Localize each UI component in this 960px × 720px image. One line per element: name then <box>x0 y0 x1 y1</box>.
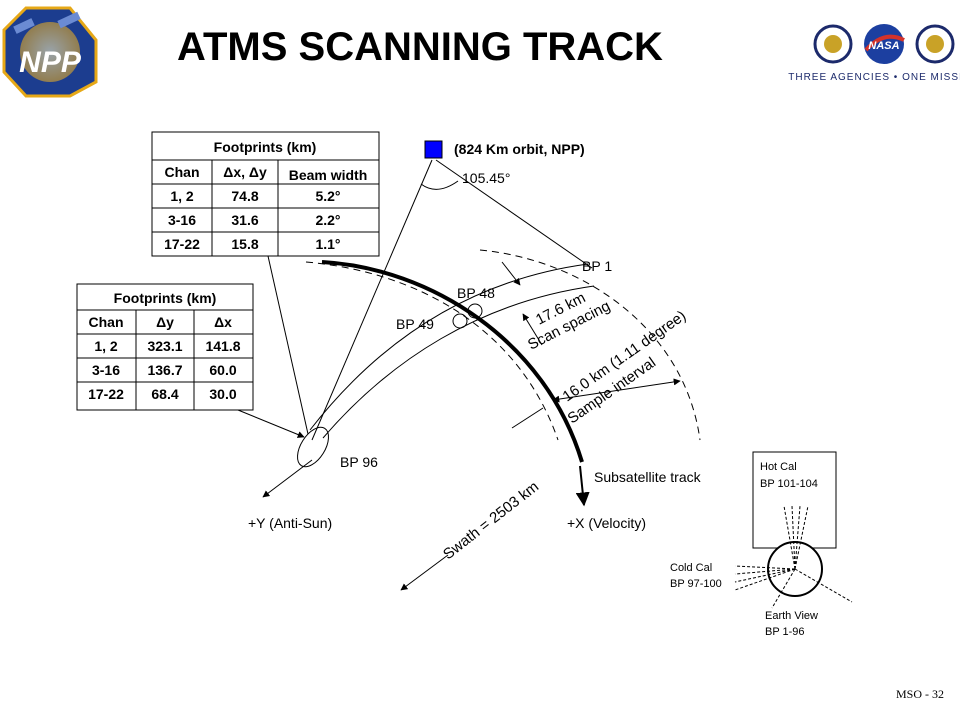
table1-header: Beam width <box>289 167 368 183</box>
table1-header: Δx, Δy <box>223 164 267 180</box>
earth-view-label: Earth View <box>765 610 818 622</box>
table1-cell: 31.6 <box>231 212 258 228</box>
anti-sun-arrow <box>262 459 313 498</box>
table1-cell: 5.2° <box>315 188 340 204</box>
table1-cell: 1.1° <box>315 236 340 252</box>
npp-logo-text: NPP <box>19 46 82 79</box>
table2-leader <box>237 409 305 438</box>
table1-cell: 17-22 <box>164 236 200 252</box>
table1-header: Chan <box>165 164 200 180</box>
table1-cell: 3-16 <box>168 212 196 228</box>
swath-arrow-bottom <box>400 554 449 591</box>
velocity-arrow <box>575 465 590 507</box>
footprints-table-1: Footprints (km) Chan Δx, Δy Beam width 1… <box>151 131 380 257</box>
orbit-label: (824 Km orbit, NPP) <box>454 141 585 157</box>
table2-cell: 60.0 <box>209 362 236 378</box>
page-title: ATMS SCANNING TRACK <box>177 25 663 69</box>
table2-cell: 30.0 <box>209 386 236 402</box>
table1-leader <box>267 255 309 435</box>
velocity-label: +X (Velocity) <box>567 515 646 531</box>
scan-angle: 105.45° <box>462 170 510 186</box>
agencies-caption: THREE AGENCIES • ONE MISSION <box>788 72 960 83</box>
footprints-table-2: Footprints (km) Chan Δy Δx 1, 2 323.1 14… <box>76 283 254 411</box>
table2-cell: 141.8 <box>205 338 240 354</box>
dashed-boundary-outer <box>479 249 701 441</box>
satellite-icon <box>424 140 443 159</box>
table2-cell: 323.1 <box>147 338 182 354</box>
hot-cal-label: Hot Cal <box>760 461 797 473</box>
table2-cell: 3-16 <box>92 362 120 378</box>
dashed-boundary-inner <box>305 261 559 441</box>
subsatellite-label: Subsatellite track <box>594 469 702 485</box>
footprint-bp49 <box>452 313 468 329</box>
nasa-logo-icon <box>864 24 904 64</box>
scan-arc-inner <box>322 285 595 439</box>
calibration-diagram: Hot Cal BP 101-104 Cold Cal BP 97-100 Ea… <box>670 451 853 638</box>
table2-cell: 68.4 <box>151 386 178 402</box>
table2-cell: 136.7 <box>147 362 182 378</box>
bp1-label: BP 1 <box>582 258 612 274</box>
earth-view-bp: BP 1-96 <box>765 626 805 638</box>
table2-title: Footprints (km) <box>114 290 217 306</box>
bp96-label: BP 96 <box>340 454 378 470</box>
swath-arrow-top <box>511 407 544 429</box>
page-number: MSO - 32 <box>896 687 944 701</box>
bp49-label: BP 49 <box>396 316 434 332</box>
table2-cell: 1, 2 <box>94 338 118 354</box>
cold-cal-bp: BP 97-100 <box>670 578 722 590</box>
subsatellite-track <box>321 260 584 463</box>
table1-cell: 15.8 <box>231 236 258 252</box>
scan-spacing-arrow-top <box>501 261 521 286</box>
table1-cell: 74.8 <box>231 188 258 204</box>
table1-cell: 2.2° <box>315 212 340 228</box>
scan-spacing-arrow-bottom <box>522 313 543 346</box>
swath-label: Swath = 2503 km <box>440 478 542 563</box>
bp48-label: BP 48 <box>457 285 495 301</box>
table2-header: Chan <box>89 314 124 330</box>
hot-cal-bp: BP 101-104 <box>760 478 818 490</box>
footprint-bp96 <box>297 426 329 468</box>
agency-logos: NASA THREE AGENCIES • ONE MISSION <box>788 24 960 83</box>
anti-sun-label: +Y (Anti-Sun) <box>248 515 332 531</box>
cold-cal-label: Cold Cal <box>670 562 712 574</box>
scan-line-right <box>435 159 593 269</box>
scan-angle-arc <box>420 180 459 190</box>
table2-header: Δy <box>156 314 174 330</box>
table2-cell: 17-22 <box>88 386 124 402</box>
hot-cal-box <box>752 451 837 549</box>
scan-arc-outer <box>309 263 589 431</box>
footprint-bp48 <box>467 303 483 319</box>
table2-header: Δx <box>214 314 232 330</box>
npp-logo: NPP <box>2 6 98 98</box>
table1-cell: 1, 2 <box>170 188 194 204</box>
sample-interval-arrow <box>552 378 681 403</box>
scan-line-left <box>311 159 433 441</box>
svg-text:NASA: NASA <box>868 40 899 52</box>
table1-title: Footprints (km) <box>214 139 317 155</box>
